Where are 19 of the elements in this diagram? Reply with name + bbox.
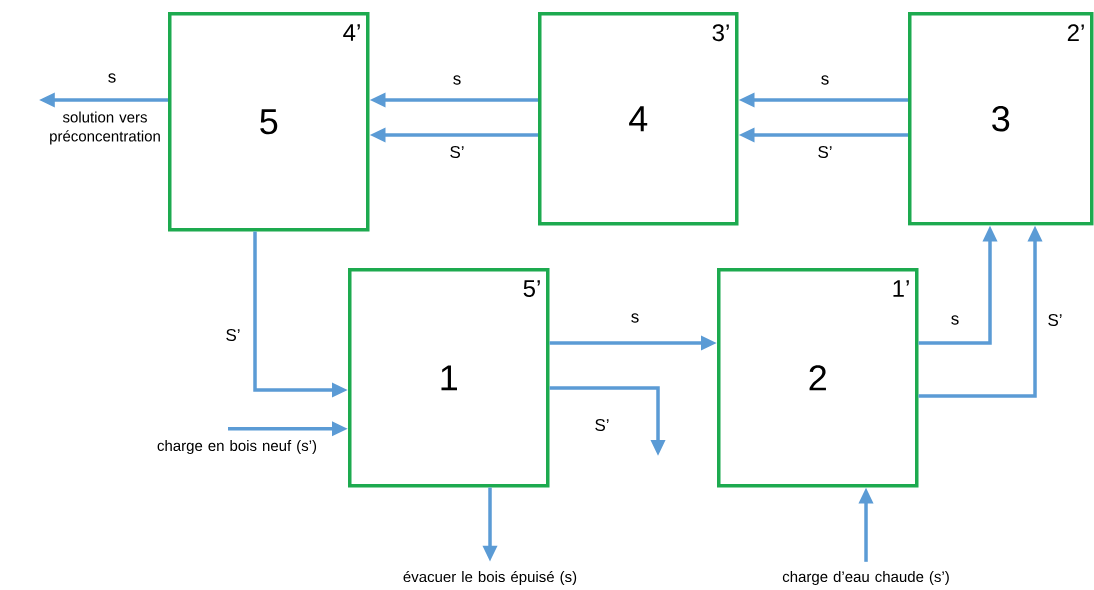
edge-label: s [629,312,641,324]
extractor-box: 3 2’ [908,12,1094,226]
flow-text: charge d’eau chaude (s’) [782,571,949,585]
edge-label: s [949,314,961,326]
edge-label: S’ [448,145,466,159]
extractor-box: 4 3’ [538,12,739,226]
extractor-box: 1 5’ [348,268,550,488]
edge-label: S’ [593,418,611,433]
extractor-box: 5 4’ [168,12,370,232]
edge-label: S’ [816,145,834,159]
flow-text: solution vers préconcentration [50,111,160,145]
flow-text: évacuer le bois épuisé (s) [403,570,577,586]
edge-label: s [819,74,831,86]
extractor-box: 2 1’ [717,268,919,488]
edge-label: s [451,74,463,86]
edge-label: s [106,72,118,84]
edge-label: S’ [224,328,242,343]
flow-text: charge en bois neuf (s’) [157,440,317,454]
edge-label: S’ [1046,313,1064,327]
